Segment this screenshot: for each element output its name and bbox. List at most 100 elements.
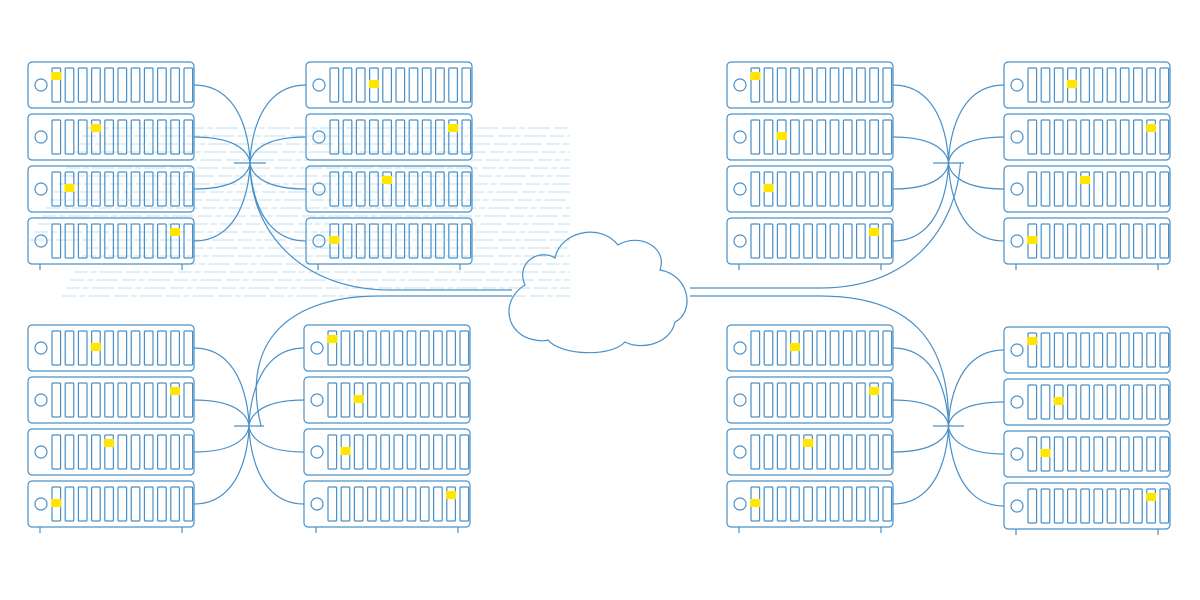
drive-bay — [406, 486, 417, 522]
power-button — [1010, 78, 1024, 92]
server-link — [892, 84, 950, 164]
drive-bay — [77, 223, 88, 259]
drive-bay — [829, 486, 840, 522]
server-rack — [27, 61, 195, 270]
drive-bay — [1080, 332, 1091, 368]
server-unit — [303, 324, 471, 372]
drive-bay — [380, 486, 390, 522]
drive-bay — [1132, 223, 1143, 259]
server-unit — [305, 217, 473, 265]
power-button — [733, 393, 747, 407]
drive-bay — [367, 486, 377, 522]
drive-bay — [763, 434, 774, 470]
drive-bay — [104, 486, 115, 522]
drive-bay — [327, 382, 338, 418]
drive-bay — [421, 119, 432, 155]
trunk-links — [249, 162, 962, 427]
drive-bay — [1080, 67, 1091, 103]
drive-bay — [750, 223, 761, 259]
drive-bay — [763, 67, 774, 103]
drive-bay — [1132, 488, 1143, 524]
drive-bay — [157, 171, 167, 207]
drive-bay — [1119, 488, 1130, 524]
power-button — [733, 341, 747, 355]
drive-bay — [51, 119, 62, 155]
drive-bay — [157, 434, 167, 470]
drive-bay — [855, 330, 866, 366]
server-chassis — [726, 428, 894, 476]
drive-bay — [157, 223, 167, 259]
drive-bay — [90, 67, 101, 103]
power-button — [312, 182, 326, 196]
server-unit — [726, 376, 894, 424]
drive-bay — [459, 434, 470, 470]
drive-bay — [446, 382, 456, 418]
drive-bay — [51, 330, 62, 366]
drive-bay — [104, 171, 115, 207]
server-chassis — [1003, 326, 1171, 374]
server-unit — [27, 113, 195, 161]
drive-bay — [157, 119, 167, 155]
network-links — [193, 84, 1005, 507]
server-link — [947, 136, 1005, 164]
drive-bay — [435, 171, 445, 207]
drive-bay — [395, 223, 406, 259]
drive-bay — [1106, 67, 1117, 103]
server-racks — [27, 61, 1171, 535]
drive-bay — [130, 171, 141, 207]
status-indicator — [90, 124, 101, 132]
drive-bay — [1080, 119, 1091, 155]
drive-bay — [183, 330, 194, 366]
server-chassis — [1003, 482, 1171, 530]
drive-bay — [869, 382, 879, 418]
server-unit — [726, 61, 894, 109]
drive-bay — [433, 330, 443, 366]
drive-bay — [763, 382, 774, 418]
drive-bay — [329, 67, 340, 103]
power-button — [34, 393, 48, 407]
drive-bay — [1146, 384, 1157, 420]
drive-bay — [90, 119, 101, 155]
drive-bay — [461, 119, 472, 155]
drive-bay — [406, 382, 417, 418]
status-indicator — [327, 335, 338, 343]
status-indicator — [750, 499, 761, 507]
drive-bay — [446, 434, 456, 470]
drive-bay — [1040, 223, 1051, 259]
drive-bay — [421, 171, 432, 207]
drive-bay — [459, 330, 470, 366]
server-unit — [726, 165, 894, 213]
drive-bay — [1132, 384, 1143, 420]
server-rack — [303, 324, 471, 533]
status-indicator — [869, 228, 880, 236]
status-indicator — [1146, 493, 1157, 501]
drive-bay — [183, 171, 194, 207]
server-unit — [303, 428, 471, 476]
drive-bay — [776, 434, 787, 470]
drive-bay — [789, 67, 800, 103]
status-indicator — [448, 124, 459, 132]
drive-bay — [143, 119, 154, 155]
drive-bay — [1040, 119, 1051, 155]
server-chassis — [303, 376, 471, 424]
server-link — [892, 136, 950, 164]
drive-bay — [448, 119, 458, 155]
drive-bay — [104, 223, 115, 259]
drive-bay — [117, 67, 128, 103]
drive-bay — [1093, 67, 1104, 103]
drive-bay — [1040, 332, 1051, 368]
drive-bay — [855, 486, 866, 522]
drive-bay — [816, 434, 827, 470]
status-indicator — [1027, 236, 1038, 244]
server-unit — [726, 480, 894, 528]
drive-bay — [1106, 488, 1117, 524]
drive-bay — [1106, 332, 1117, 368]
drive-bay — [130, 119, 141, 155]
status-indicator — [1146, 124, 1157, 132]
drive-bay — [1119, 436, 1130, 472]
drive-bay — [1146, 67, 1157, 103]
server-unit — [726, 324, 894, 372]
drive-bay — [157, 382, 167, 418]
drive-bay — [789, 119, 800, 155]
